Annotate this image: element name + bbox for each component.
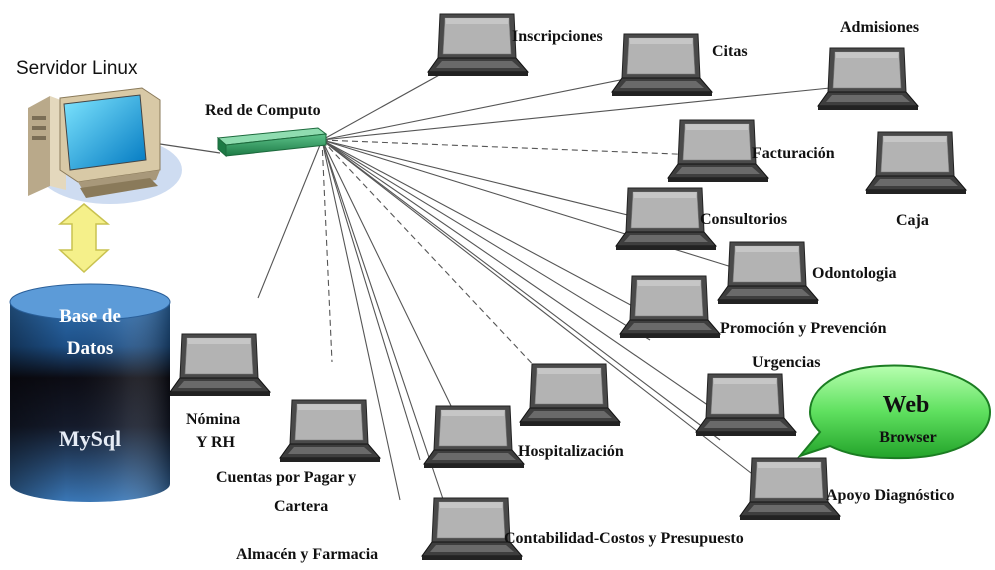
connection-hospitalizacion [321,139,455,413]
connection-urgencias [321,139,713,409]
label-cuentas-2: Cartera [274,498,328,515]
connection-extra-1 [321,139,333,363]
laptop-nomina-icon [169,333,272,396]
server-link [159,143,221,154]
server-title: Servidor Linux [16,58,138,79]
network-label: Red de Computo [205,102,321,119]
laptop-contabilidad-icon [421,497,524,560]
connection-consultorios [321,139,641,219]
network-switch [216,127,328,158]
connection-apoyo [321,139,761,481]
connection-promocion [321,139,641,311]
laptop-cuentas-icon [279,399,382,462]
web-browser-bubble: Web Browser [796,364,992,460]
connection-citas [321,73,651,141]
workstations [169,13,968,560]
laptop-urgencias-icon [695,373,798,436]
connection-extra-2 [321,139,401,501]
label-promocion: Promoción y Prevención [720,320,887,337]
web-line2: Browser [879,429,936,446]
label-caja: Caja [896,212,929,229]
laptop-facturacion-icon [667,119,770,182]
connection-contabilidad [321,139,445,503]
laptop-inscripciones-icon [427,13,530,76]
label-facturacion: Facturación [752,145,835,162]
linux-server-icon [28,87,182,204]
label-apoyo: Apoyo Diagnóstico [826,487,954,504]
label-almacen: Almacén y Farmacia [236,546,378,563]
web-line1: Web [883,392,930,418]
label-cuentas: Cuentas por Pagar y [216,469,356,486]
label-admisiones: Admisiones [840,19,919,36]
db-engine: MySql [59,426,121,451]
label-inscripciones: Inscripciones [512,28,603,45]
connection-extra-4 [321,139,651,341]
label-citas: Citas [712,43,748,60]
connection-admisiones [321,87,831,141]
laptop-consultorios-icon [615,187,718,250]
db-line2: Datos [67,338,113,359]
laptop-apoyo-icon [739,457,842,520]
laptop-caja-icon [865,131,968,194]
connection-extra-3 [321,139,421,461]
db-line1: Base de [59,306,121,327]
label-contabilidad: Contabilidad-Costos y Presupuesto [504,530,744,547]
laptop-promocion-icon [619,275,722,338]
connection-facturacion [321,139,701,156]
double-arrow-icon [57,203,111,274]
database-cylinder: Base de Datos MySql [9,283,171,502]
label-consultorios: Consultorios [700,211,787,228]
laptop-hospitalizacion-icon [423,405,526,468]
label-nomina-2: Y RH [196,434,236,451]
laptop-citas-icon [611,33,714,96]
connection-extra-0 [321,139,541,373]
laptop-admisiones-icon [817,47,920,110]
laptop-odontologia-icon [717,241,820,304]
label-nomina: Nómina [186,411,240,428]
connection-nomina [257,139,323,299]
label-hospitalizacion: Hospitalización [518,443,624,460]
label-urgencias: Urgencias [752,354,820,371]
label-odontologia: Odontologia [812,265,896,282]
laptop-extra-icon [519,363,622,426]
connection-extra-5 [321,139,721,441]
